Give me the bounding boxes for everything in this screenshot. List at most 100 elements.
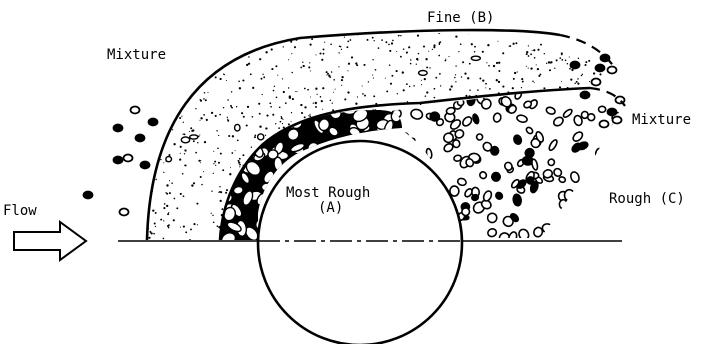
fine-dot [555, 201, 557, 204]
fine-sediment-stipple [147, 32, 615, 240]
fine-dot [239, 166, 241, 168]
label-mixture-left: Mixture [107, 47, 166, 63]
most-rough-particle [387, 206, 402, 215]
rough-particle [516, 114, 528, 123]
fine-dot [180, 65, 183, 67]
fine-dot [184, 57, 187, 59]
fine-dot [562, 159, 565, 162]
fine-dot [503, 203, 505, 205]
mixture-particle [118, 207, 130, 217]
fine-dot [527, 45, 530, 47]
fine-dot [537, 48, 540, 51]
fine-dot [329, 99, 332, 102]
fine-dot [393, 179, 395, 181]
fine-dot [564, 32, 566, 34]
fine-dot [422, 145, 424, 147]
fine-dot [354, 150, 357, 153]
fine-dot [184, 164, 187, 167]
fine-dot [561, 149, 564, 152]
fine-dot [197, 141, 199, 144]
fine-dot [424, 179, 427, 181]
fine-dot [322, 219, 324, 221]
fine-dot [191, 38, 194, 41]
fine-dot [263, 76, 266, 79]
fine-dot [433, 207, 436, 210]
fine-dot [196, 224, 198, 226]
fine-dot [349, 157, 351, 159]
fine-dot [315, 105, 317, 108]
fine-dot [219, 113, 221, 116]
fine-dot [198, 159, 201, 162]
mixture-particle [590, 77, 602, 87]
fine-dot [467, 180, 470, 182]
fine-dot [525, 134, 528, 137]
most-rough-particle [226, 111, 239, 125]
fine-dot [213, 162, 215, 165]
fine-dot [400, 179, 402, 181]
fine-dot [193, 223, 196, 226]
fine-dot [344, 98, 347, 101]
fine-dot [427, 202, 430, 205]
rough-particle [445, 106, 456, 115]
fine-dot [200, 160, 202, 162]
label-rough: Rough (C) [609, 191, 685, 207]
most-rough-particle [247, 115, 257, 131]
fine-dot [265, 127, 268, 130]
fine-dot [186, 41, 189, 44]
fine-dot [304, 106, 307, 109]
fine-dot [549, 151, 551, 153]
fine-dot [190, 228, 192, 231]
fine-dot [420, 79, 422, 81]
fine-dot [290, 210, 293, 213]
fine-dot [401, 202, 404, 205]
fine-open-particle [405, 143, 415, 151]
fine-dot [203, 114, 205, 116]
fine-dot [472, 124, 475, 128]
fine-dot [543, 104, 545, 106]
fine-dot [562, 207, 564, 209]
mixture-particle [569, 60, 581, 70]
fine-dot [567, 138, 570, 142]
fine-dot [217, 40, 220, 43]
fine-dot [370, 198, 373, 201]
fine-dot [169, 90, 171, 92]
fine-dot [172, 48, 175, 51]
most-rough-particle [303, 219, 315, 234]
fine-dot [584, 219, 587, 223]
fine-dot [595, 57, 597, 59]
rough-particle [495, 191, 504, 200]
fine-dot [584, 63, 587, 67]
fine-dot [494, 205, 496, 207]
fine-dot [409, 62, 412, 65]
fine-dot [582, 193, 585, 196]
fine-dot [546, 219, 548, 221]
fine-dot [539, 216, 542, 218]
fine-dot [438, 182, 440, 184]
fine-dot [190, 56, 194, 60]
fine-dot [196, 71, 198, 73]
mixture-particle [139, 160, 151, 170]
fine-dot [244, 43, 247, 46]
fine-dot [274, 208, 277, 211]
fine-dot [450, 85, 453, 88]
fine-dot [282, 90, 285, 94]
fine-dot [462, 198, 465, 201]
fine-dot [593, 131, 595, 133]
fine-dot [492, 64, 496, 68]
fine-dot [515, 42, 518, 45]
fine-dot [594, 177, 596, 180]
fine-dot [308, 66, 311, 69]
fine-dot [179, 117, 182, 119]
most-rough-particle [305, 214, 315, 228]
fine-dot [347, 40, 350, 43]
fine-dot [502, 52, 505, 55]
fine-dot [323, 234, 326, 237]
fine-dot [497, 128, 501, 131]
fine-dot [539, 73, 542, 76]
fine-dot [509, 228, 512, 230]
fine-dot [551, 42, 553, 45]
fine-dot [391, 74, 394, 77]
fine-dot [486, 62, 488, 64]
fine-dot [544, 193, 547, 196]
fine-dot [468, 137, 470, 140]
